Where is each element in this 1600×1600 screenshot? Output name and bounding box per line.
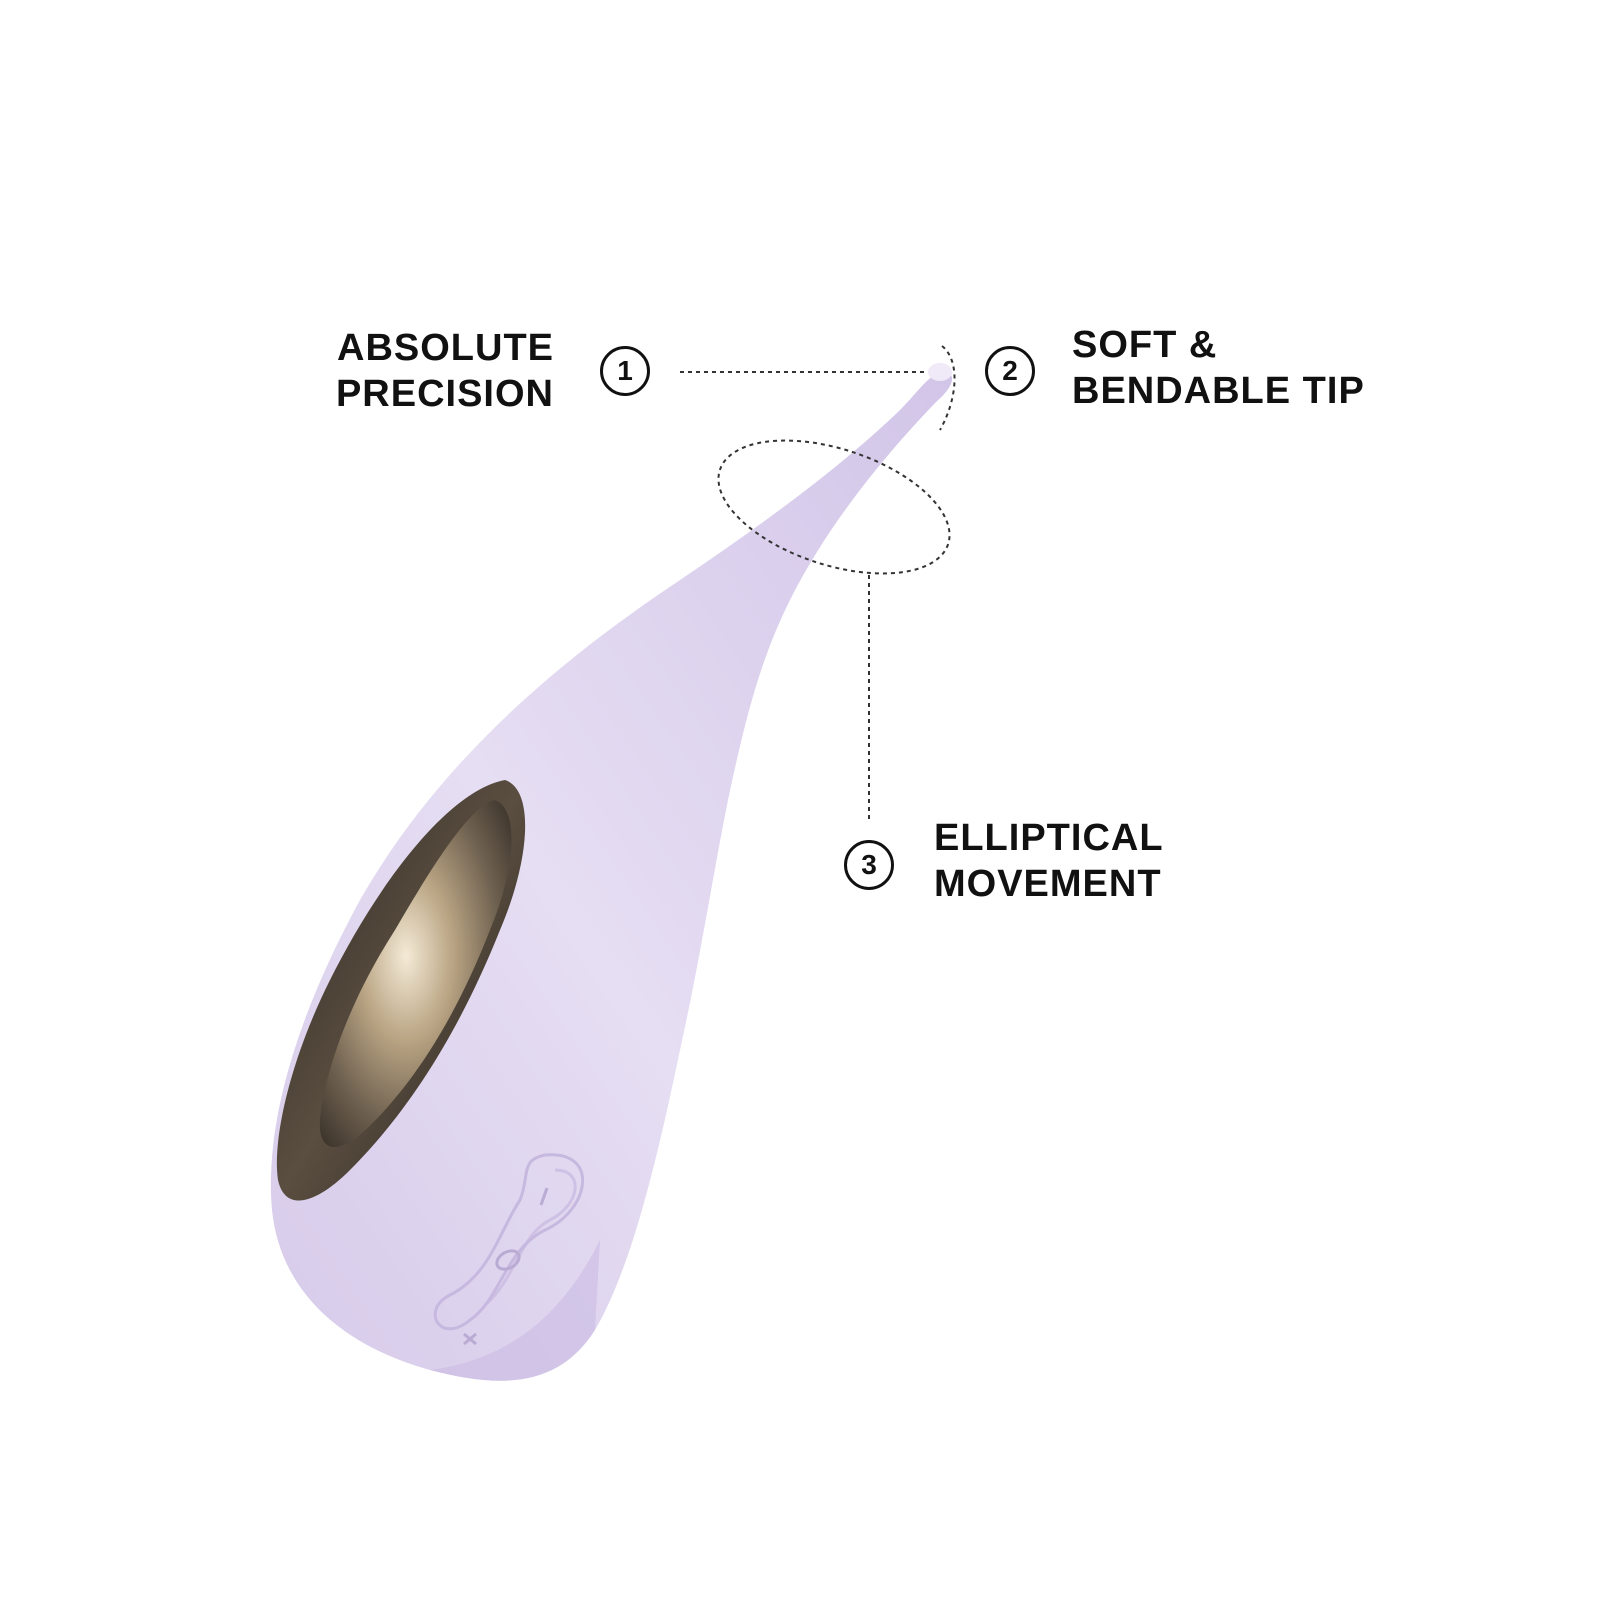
body-shadow [430,1240,600,1381]
power-icon[interactable] [539,1187,549,1206]
motion-ellipse [717,439,951,575]
feature-number-badge-2: 2 [985,346,1035,396]
feature-label-absolute-precision: ABSOLUTE PRECISION [336,325,554,417]
feature-label-elliptical-movement: ELLIPTICAL MOVEMENT [934,815,1164,907]
mode-icon[interactable] [494,1247,523,1273]
feature-label-soft-tip: SOFT & BENDABLE TIP [1072,322,1365,414]
metal-head [319,800,512,1147]
feature-3-line-1: ELLIPTICAL [934,817,1164,859]
feature-1-line-2: PRECISION [335,373,554,415]
feature-2-line-1: SOFT & [1072,324,1218,366]
feature-2-line-2: BENDABLE TIP [1072,370,1365,412]
product-body [270,371,953,1381]
plus-icon[interactable] [463,1332,477,1346]
feature-number-badge-1: 1 [600,346,650,396]
feature-1-line-1: ABSOLUTE [337,327,554,369]
control-panel [433,1153,585,1331]
tip-highlight [928,363,952,381]
feature-3-line-2: MOVEMENT [934,863,1162,905]
feature-number-badge-3: 3 [844,840,894,890]
